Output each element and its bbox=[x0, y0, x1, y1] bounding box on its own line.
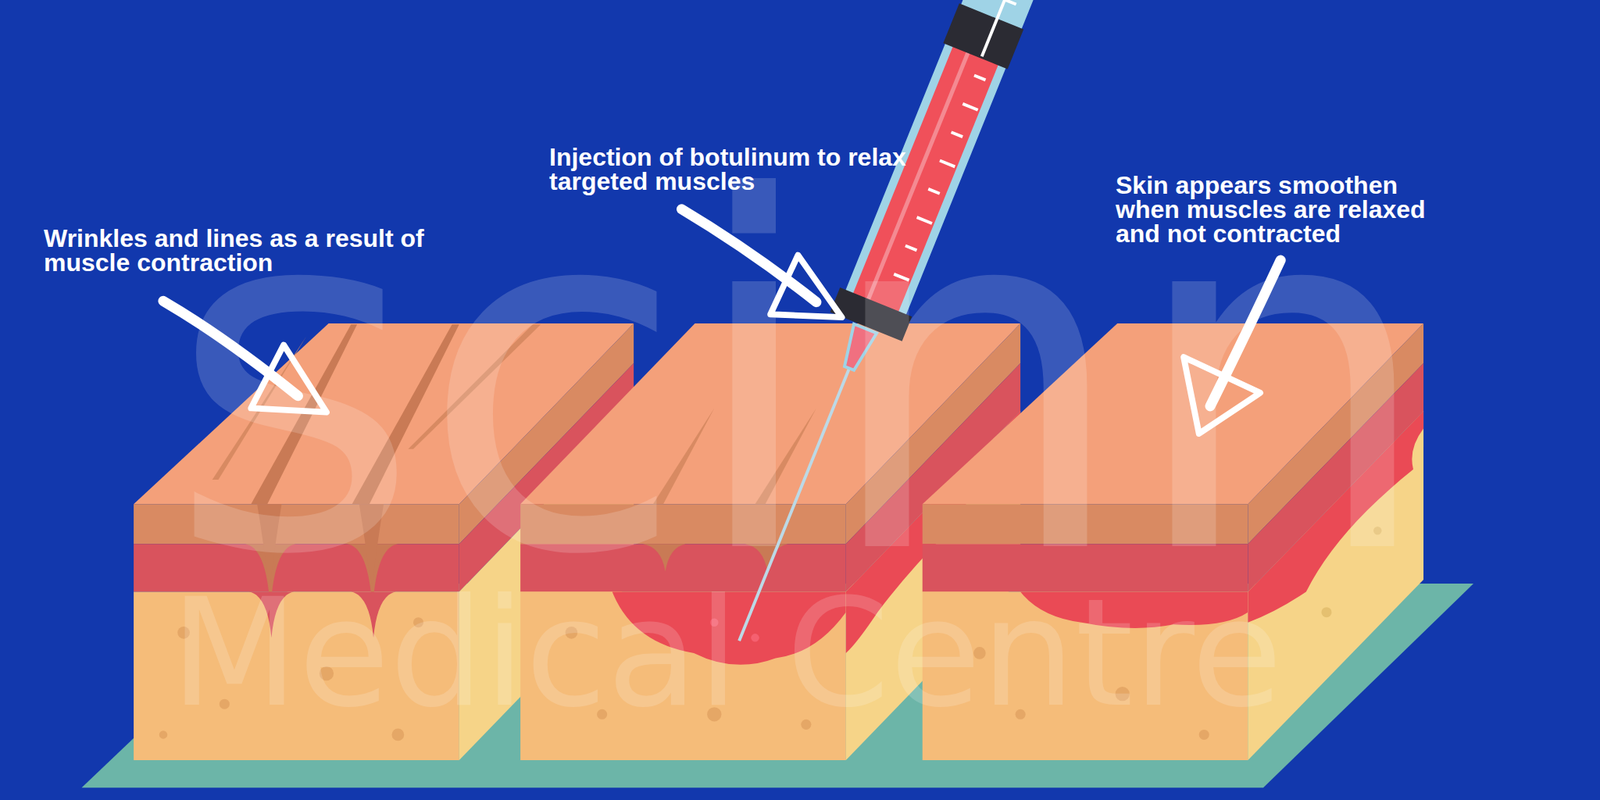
watermark: Medical Centre bbox=[170, 579, 1283, 729]
watermark: scinn bbox=[167, 136, 1436, 622]
